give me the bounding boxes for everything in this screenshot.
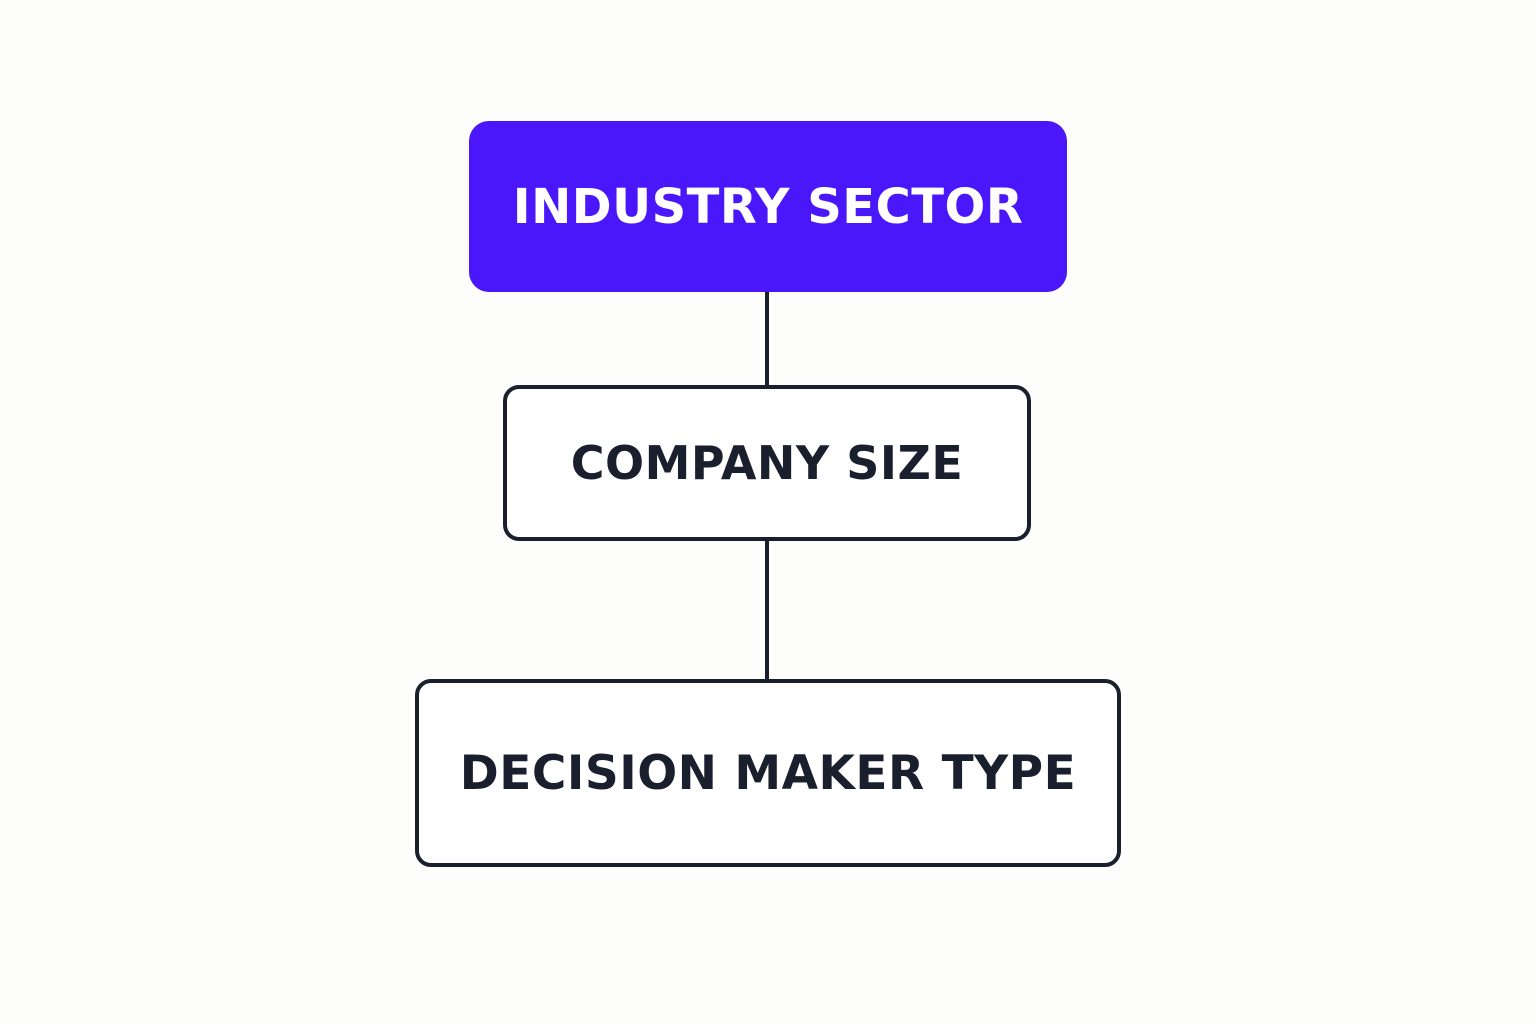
connector-company-to-decision: [765, 538, 769, 682]
connector-industry-to-company: [765, 290, 769, 388]
node-label-company-size: COMPANY SIZE: [570, 436, 964, 490]
node-decision-maker-type: DECISION MAKER TYPE: [415, 679, 1121, 867]
node-label-industry-sector: INDUSTRY SECTOR: [512, 178, 1024, 235]
node-industry-sector: INDUSTRY SECTOR: [469, 121, 1067, 292]
node-label-decision-maker-type: DECISION MAKER TYPE: [459, 745, 1077, 801]
node-company-size: COMPANY SIZE: [503, 385, 1031, 541]
